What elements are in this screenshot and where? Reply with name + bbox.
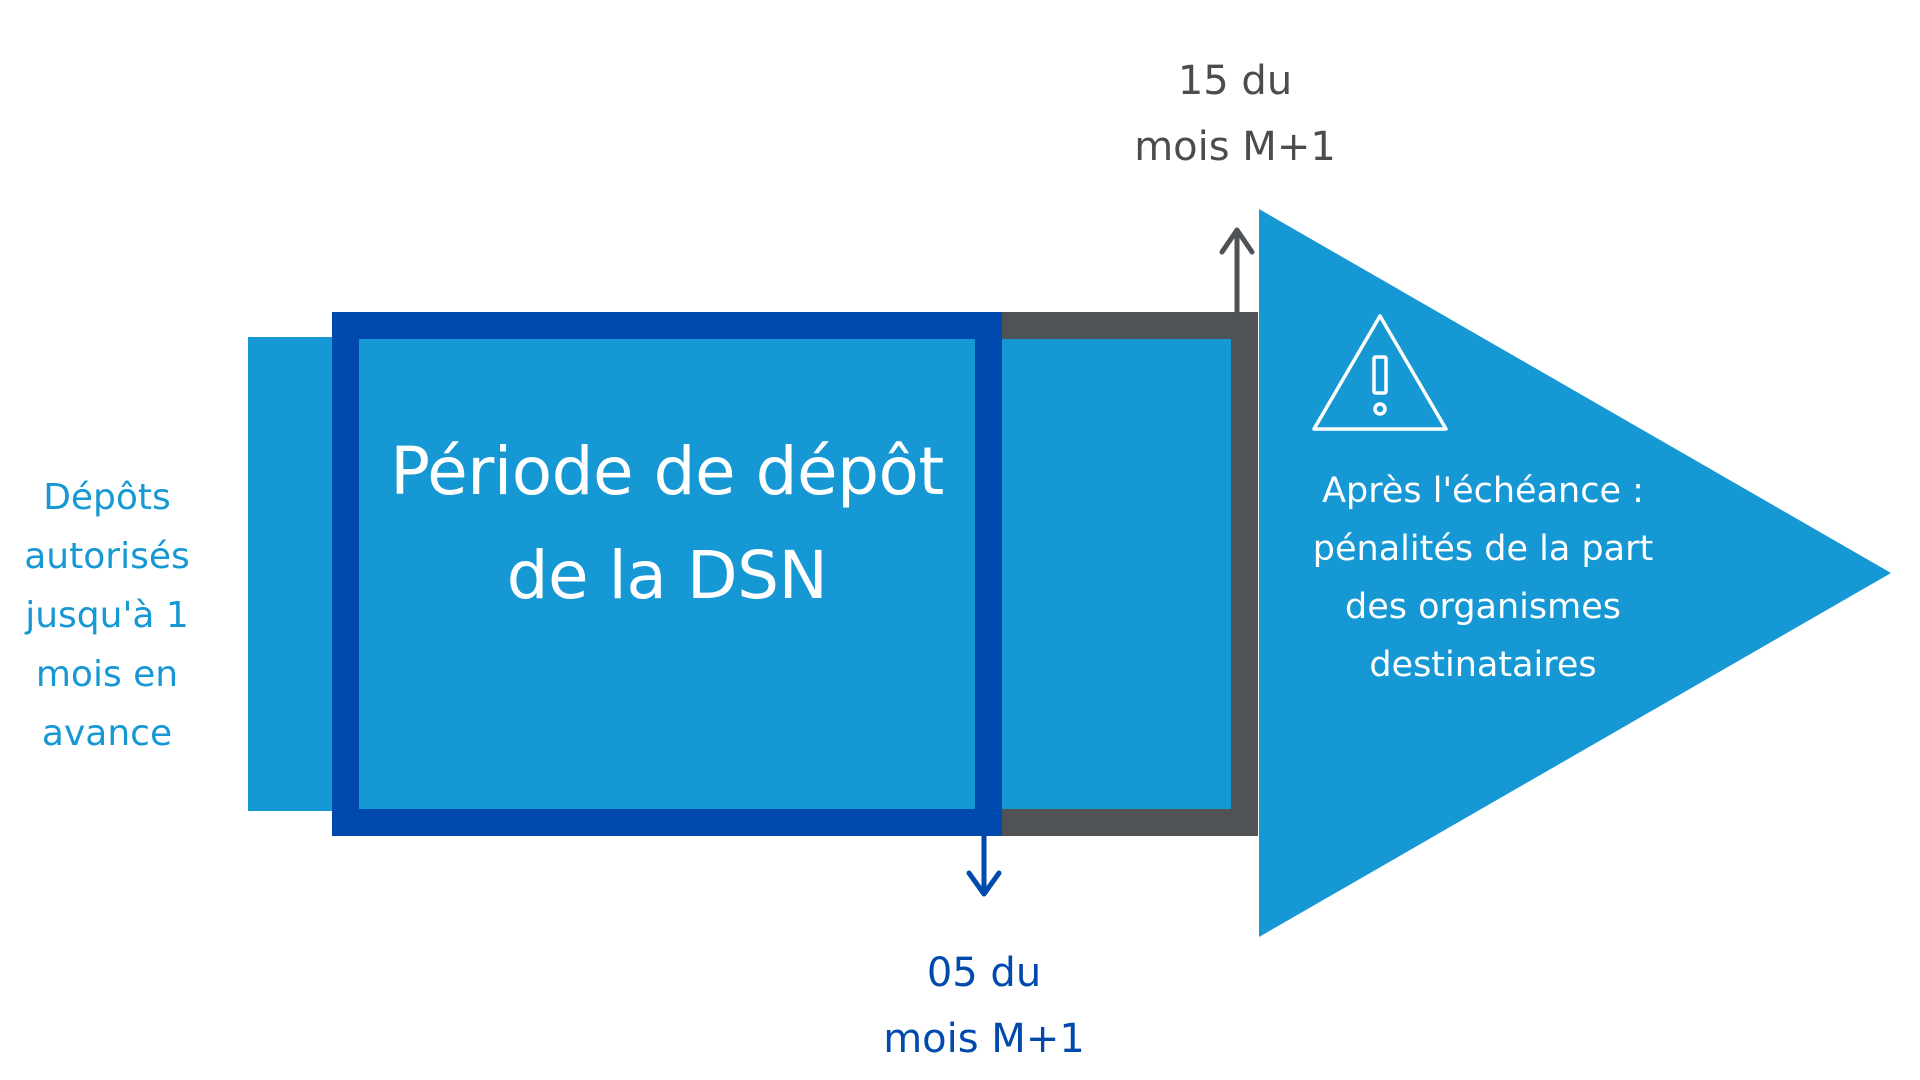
- down-arrow-icon: [966, 833, 1002, 897]
- penalty-note-line: destinataires: [1369, 645, 1597, 685]
- early-deposit-note: Dépôts autorisés jusqu'à 1 mois en avanc…: [2, 468, 212, 763]
- early-note-line: avance: [41, 713, 173, 754]
- penalty-note-line: pénalités de la part: [1312, 529, 1654, 569]
- deadline-15-line-2: mois M+1: [1134, 124, 1336, 170]
- early-note-line: Dépôts: [43, 477, 171, 518]
- deadline-15-line-1: 15 du: [1177, 58, 1293, 104]
- deposit-period-box: Période de dépôt de la DSN: [332, 312, 1002, 836]
- deadline-05-label: 05 du mois M+1: [834, 940, 1134, 1072]
- early-note-line: autorisés: [24, 536, 190, 577]
- penalty-note: Après l'échéance : pénalités de la part …: [1283, 462, 1683, 694]
- deadline-05-line-1: 05 du: [926, 950, 1042, 996]
- penalty-note-line: des organismes: [1345, 587, 1621, 627]
- warning-icon: [1312, 314, 1448, 431]
- early-note-line: jusqu'à 1: [25, 595, 189, 636]
- period-title-line-1: Période de dépôt: [390, 433, 944, 510]
- up-arrow-icon: [1219, 227, 1255, 315]
- deadline-15-label: 15 du mois M+1: [1085, 48, 1385, 180]
- penalty-note-line: Après l'échéance :: [1322, 471, 1644, 511]
- deadline-05-line-2: mois M+1: [883, 1016, 1085, 1062]
- period-title: Période de dépôt de la DSN: [359, 420, 975, 628]
- early-note-line: mois en: [35, 654, 179, 695]
- grace-period-box: [1002, 312, 1258, 836]
- period-title-line-2: de la DSN: [506, 537, 828, 614]
